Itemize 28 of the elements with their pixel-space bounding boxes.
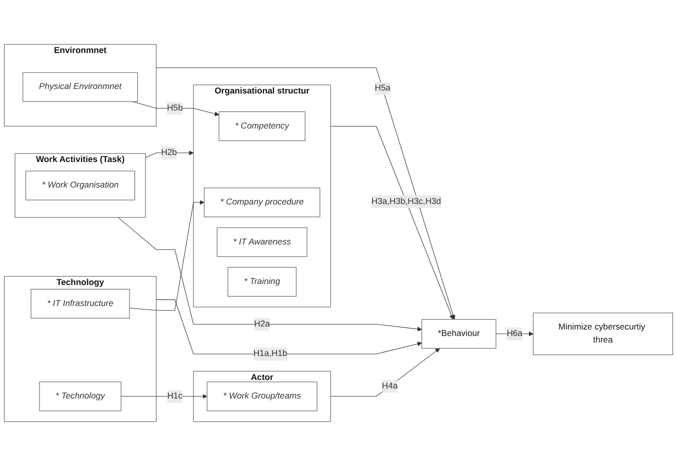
- arrow: [120, 394, 208, 399]
- edge-label: H6a: [506, 329, 522, 338]
- node-box: * Work Organisation: [25, 170, 136, 200]
- arrow: [129, 200, 204, 311]
- edge-label: H2b: [161, 148, 177, 158]
- arrow: [118, 217, 422, 332]
- arrow: [145, 150, 194, 158]
- node-box: Minimize cybersecurtiy threa: [532, 312, 673, 356]
- edge-label: H5b: [166, 103, 183, 113]
- arrow: [156, 299, 422, 354]
- edge-label: H1c: [167, 392, 182, 401]
- arrow: [330, 126, 454, 320]
- node-box: * Training: [228, 267, 296, 297]
- arrow: [330, 348, 440, 397]
- node-box: * Competency: [218, 111, 306, 141]
- node-box: * IT Awareness: [216, 227, 308, 257]
- node-box: * IT Infrastructure: [30, 288, 130, 318]
- edge-label: H1a,H1b: [253, 349, 288, 358]
- node-box: * Technology: [39, 382, 122, 412]
- node-box: * Work Group/teams: [206, 382, 318, 412]
- edge-label: H5a: [374, 84, 391, 93]
- arrow: [156, 67, 456, 320]
- edge-label: H4a: [382, 381, 398, 390]
- edge-label: H3a,H3b,H3c,H3d: [371, 196, 442, 206]
- node-box: *Behaviour: [422, 319, 496, 349]
- edge-label: H2a: [254, 319, 270, 329]
- node-box: * Company procedure: [204, 188, 320, 218]
- node-box: Physical Environmnet: [22, 72, 138, 102]
